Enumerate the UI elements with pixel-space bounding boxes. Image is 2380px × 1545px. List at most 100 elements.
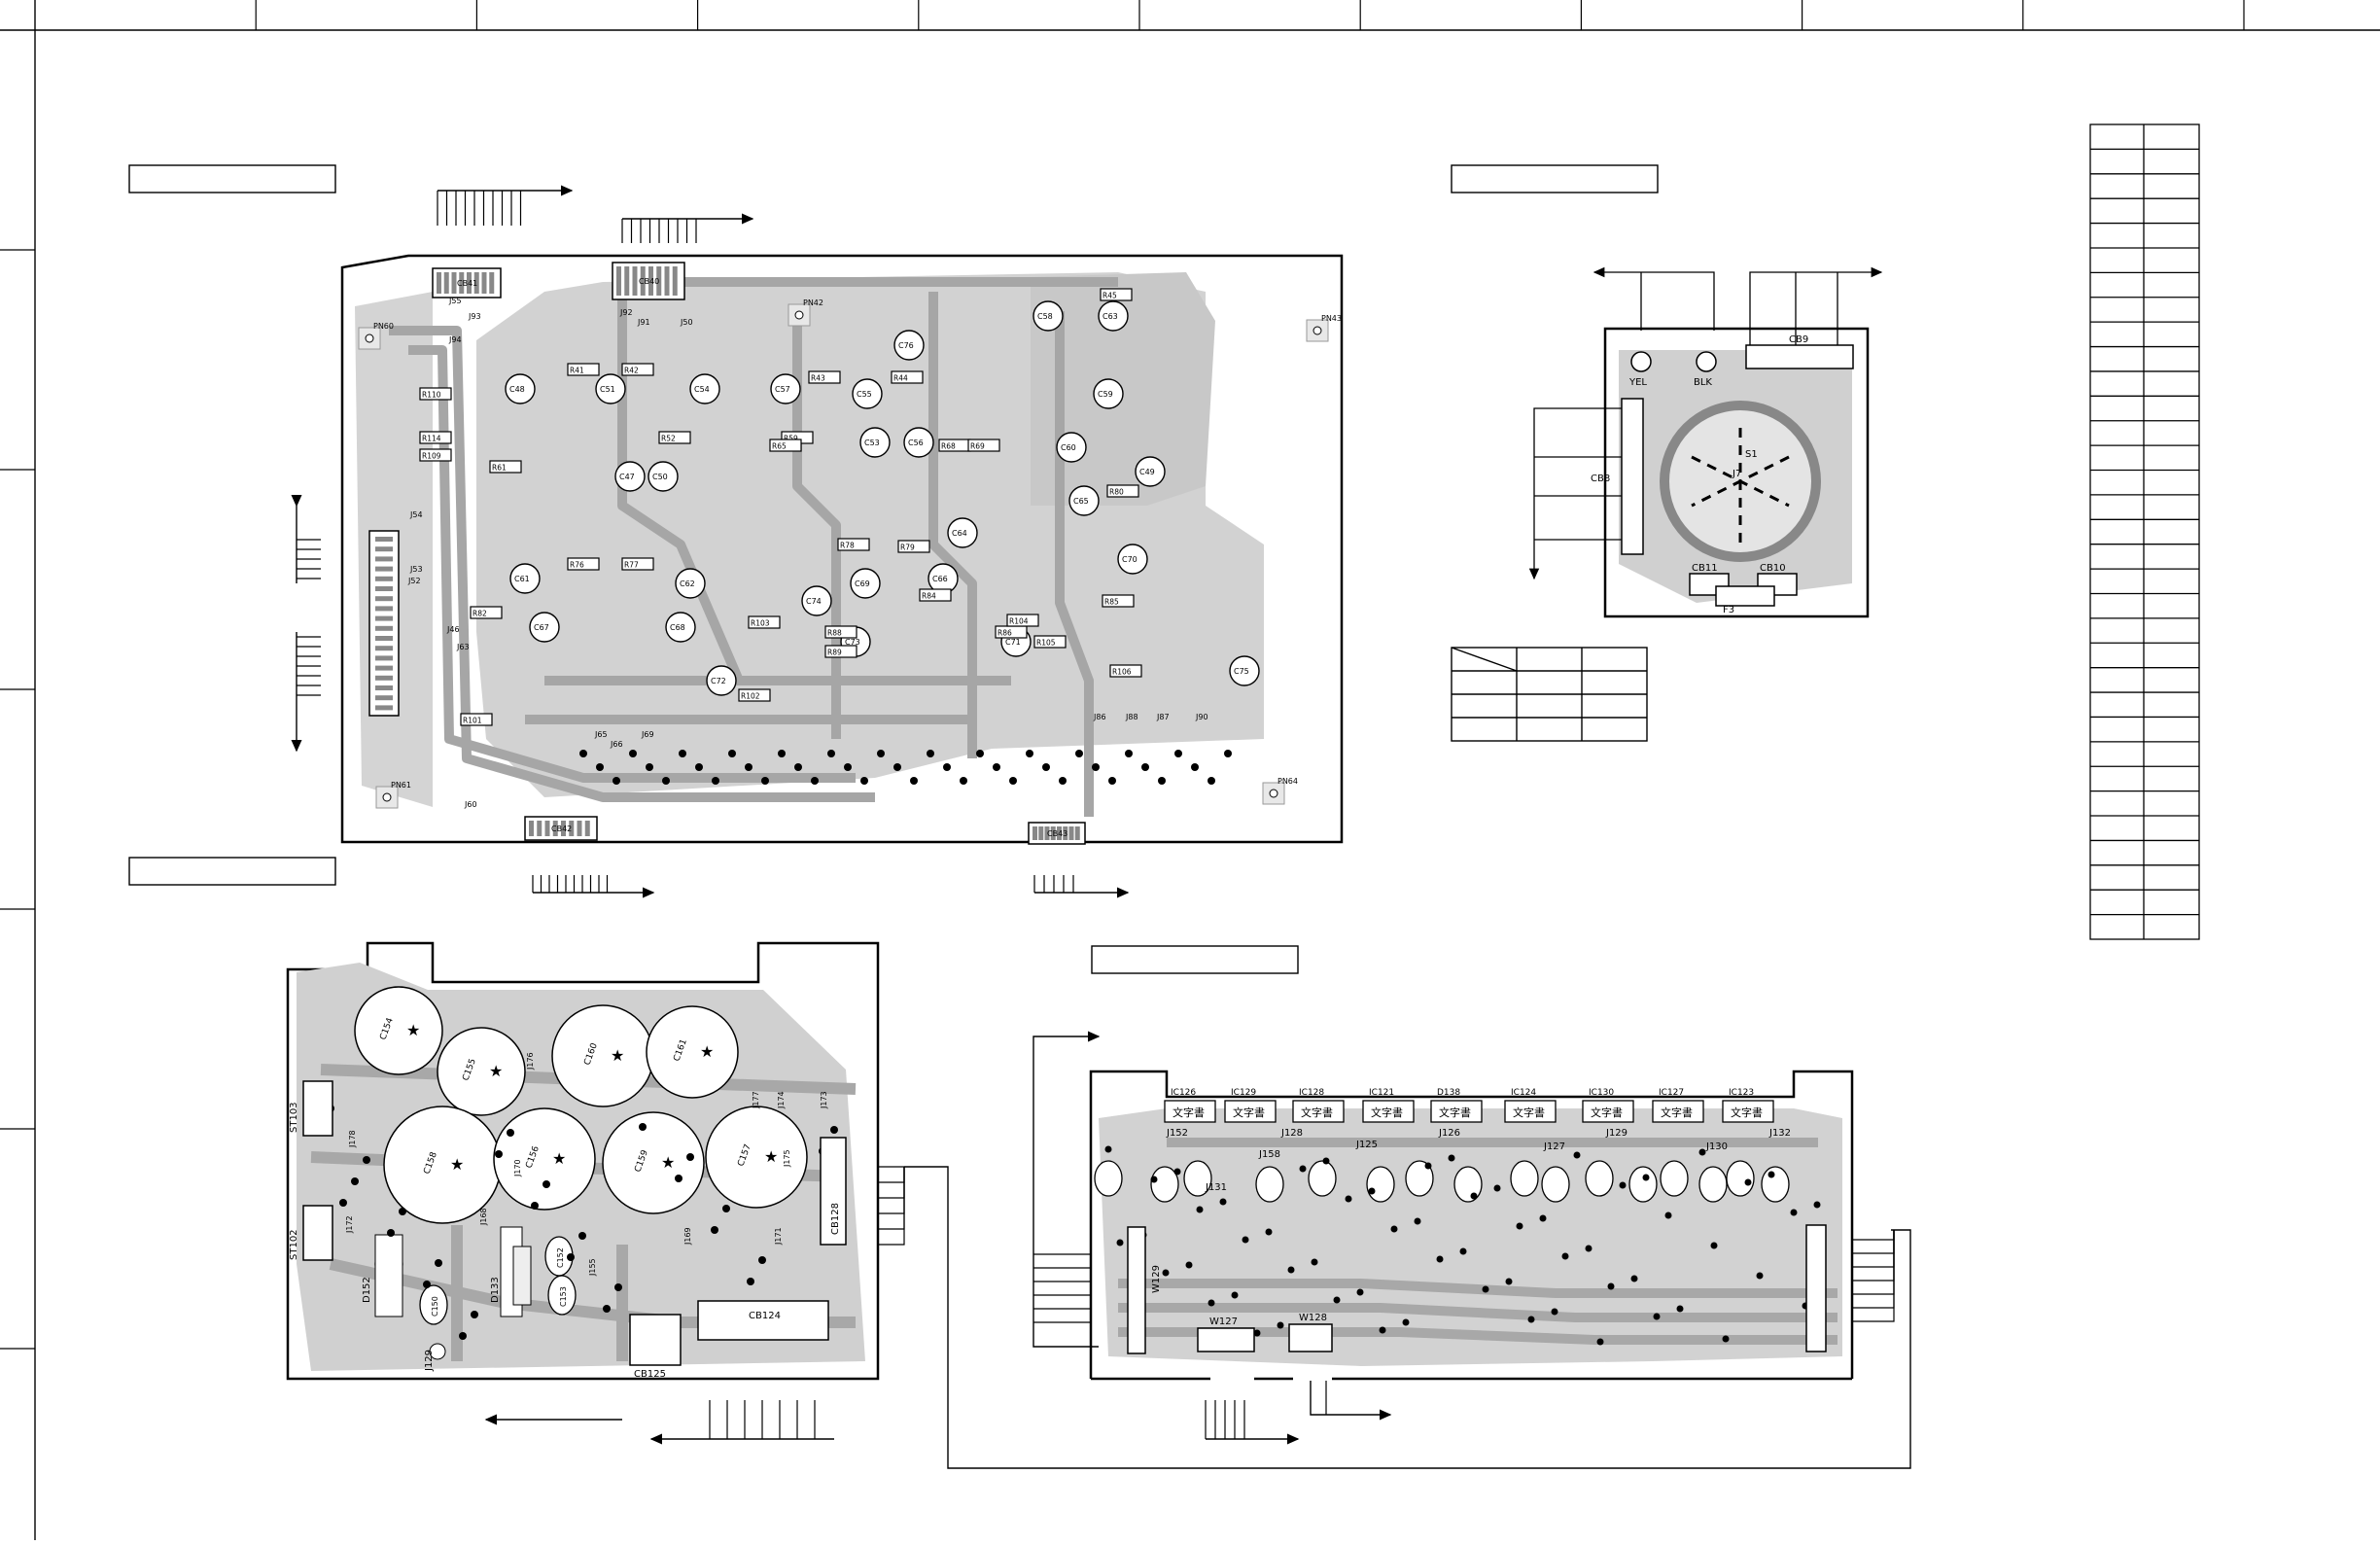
resistor-r44: [891, 370, 924, 384]
electrolytic-c157: [705, 1106, 808, 1209]
jumper-label-j94: J94: [448, 335, 462, 344]
capacitor-label-c75: C75: [1234, 667, 1249, 676]
yel-label: YEL: [1628, 377, 1647, 388]
board-d-ic-row: IC126文字書IC129文字書IC128文字書IC121文字書D138文字書I…: [1164, 1088, 1774, 1123]
polarity-star: ★: [450, 1155, 464, 1174]
solder-pad: [960, 777, 967, 785]
solder-pad: [722, 1205, 730, 1212]
solder-pad: [1482, 1285, 1489, 1293]
jumper-label-j86: J86: [1093, 713, 1106, 721]
solder-pad: [1459, 1247, 1467, 1255]
solder-pad: [761, 777, 769, 785]
capacitor: [1094, 1160, 1123, 1197]
ic-body-ic126: [1164, 1100, 1216, 1123]
solder-pad: [1790, 1209, 1798, 1216]
lead-wire: [1852, 1230, 1895, 1282]
board-d-signal-arrows: [1032, 1031, 1392, 1445]
jumper-label-j55: J55: [448, 297, 462, 305]
solder-pad: [1653, 1313, 1661, 1320]
jumper-label-j169: J169: [683, 1227, 692, 1246]
lead-wire: [1852, 1230, 1895, 1322]
electrolytic-c160: [551, 1004, 654, 1107]
solder-pad: [910, 777, 918, 785]
solder-pad: [1242, 1236, 1249, 1244]
capacitor: [1510, 1160, 1539, 1197]
pin-hole-pn43: [1312, 326, 1322, 335]
sheet-zone-ticks: [0, 0, 2245, 1350]
solder-pad: [1333, 1296, 1341, 1304]
small-cap-label-c150: C150: [431, 1296, 439, 1317]
connector-pin: [1032, 826, 1037, 840]
connector-pin: [664, 266, 670, 296]
side-connector-pin: [375, 625, 393, 631]
side-connector-pin: [375, 596, 393, 602]
resistor-label-r82: R82: [472, 610, 487, 618]
solder-pad: [778, 750, 786, 757]
side-connector-pin: [375, 615, 393, 621]
mount-hole: [429, 1343, 446, 1360]
board-c-labels: ST103 ST102 CB125 CB124 CB128 D133 D152 …: [289, 1102, 841, 1380]
solder-pad: [435, 1259, 442, 1267]
solder-pad: [1174, 750, 1182, 757]
ic-mark-ic123: 文字書: [1731, 1106, 1763, 1119]
solder-pad: [1642, 1174, 1650, 1181]
solder-pad: [1059, 777, 1067, 785]
solder-pad: [695, 763, 703, 771]
board-c-arrow-leads: [709, 1166, 905, 1439]
solder-pad: [1253, 1329, 1261, 1337]
side-connector-pin: [375, 636, 393, 641]
solder-pad: [1208, 1299, 1215, 1307]
resistor-r52: [658, 431, 691, 444]
solder-pad: [1630, 1275, 1638, 1282]
cb11-label: CB11: [1692, 563, 1718, 574]
connector-pin: [529, 821, 534, 836]
jumper-label-j87: J87: [1156, 713, 1170, 721]
side-connector-pin: [375, 665, 393, 671]
capacitor: [1308, 1160, 1337, 1197]
capacitor-c70: [1117, 544, 1148, 575]
jumper-label-j63: J63: [456, 643, 470, 651]
resistor-label-r42: R42: [624, 367, 639, 375]
solder-pad: [387, 1229, 395, 1237]
electrolytic-c155: [437, 1027, 526, 1116]
solder-pad: [1573, 1151, 1581, 1159]
capacitor: [1541, 1166, 1570, 1203]
connector-pin: [473, 272, 479, 294]
solder-pad: [794, 763, 802, 771]
jumper-label-j65: J65: [594, 730, 608, 739]
capacitor-c53: [859, 427, 891, 458]
pin-hole-pn42: [794, 310, 804, 320]
solder-pad: [1710, 1242, 1718, 1249]
solder-pad: [1539, 1214, 1547, 1222]
blk-lead-pad: [1696, 351, 1717, 372]
connector-label-cb41: CB41: [457, 279, 477, 288]
solder-pad: [1813, 1201, 1821, 1209]
jumper-label-j53: J53: [409, 565, 423, 574]
capacitor-label-c76: C76: [898, 341, 914, 350]
resistor-label-r77: R77: [624, 561, 639, 570]
resistor-label-r59: R59: [784, 435, 798, 443]
ic-mark-ic128: 文字書: [1301, 1106, 1333, 1119]
ic-mark-ic130: 文字書: [1591, 1106, 1623, 1119]
connector-pin: [451, 272, 457, 294]
solder-pad: [811, 777, 819, 785]
resistor-r41: [567, 363, 600, 376]
resistor-r82: [470, 606, 503, 619]
small-cap-label-c152: C152: [556, 1247, 565, 1268]
connector-pin: [537, 821, 542, 836]
resistor-label-r69: R69: [970, 442, 985, 451]
j7-label: J7: [1732, 469, 1741, 479]
resistor-r109: [419, 448, 452, 462]
ic-body-ic121: [1362, 1100, 1415, 1123]
resistor-r80: [1106, 484, 1139, 498]
capacitor-label-c57: C57: [775, 385, 790, 394]
ic-label-ic127: IC127: [1659, 1088, 1684, 1098]
capacitor-c63: [1098, 300, 1129, 332]
resistor-r42: [621, 363, 654, 376]
solder-pad: [675, 1175, 682, 1182]
solder-pad: [1414, 1217, 1421, 1225]
ic-label-ic130: IC130: [1589, 1088, 1614, 1098]
solder-pad: [542, 1180, 550, 1188]
pin-label-pn61: PN61: [391, 781, 411, 790]
